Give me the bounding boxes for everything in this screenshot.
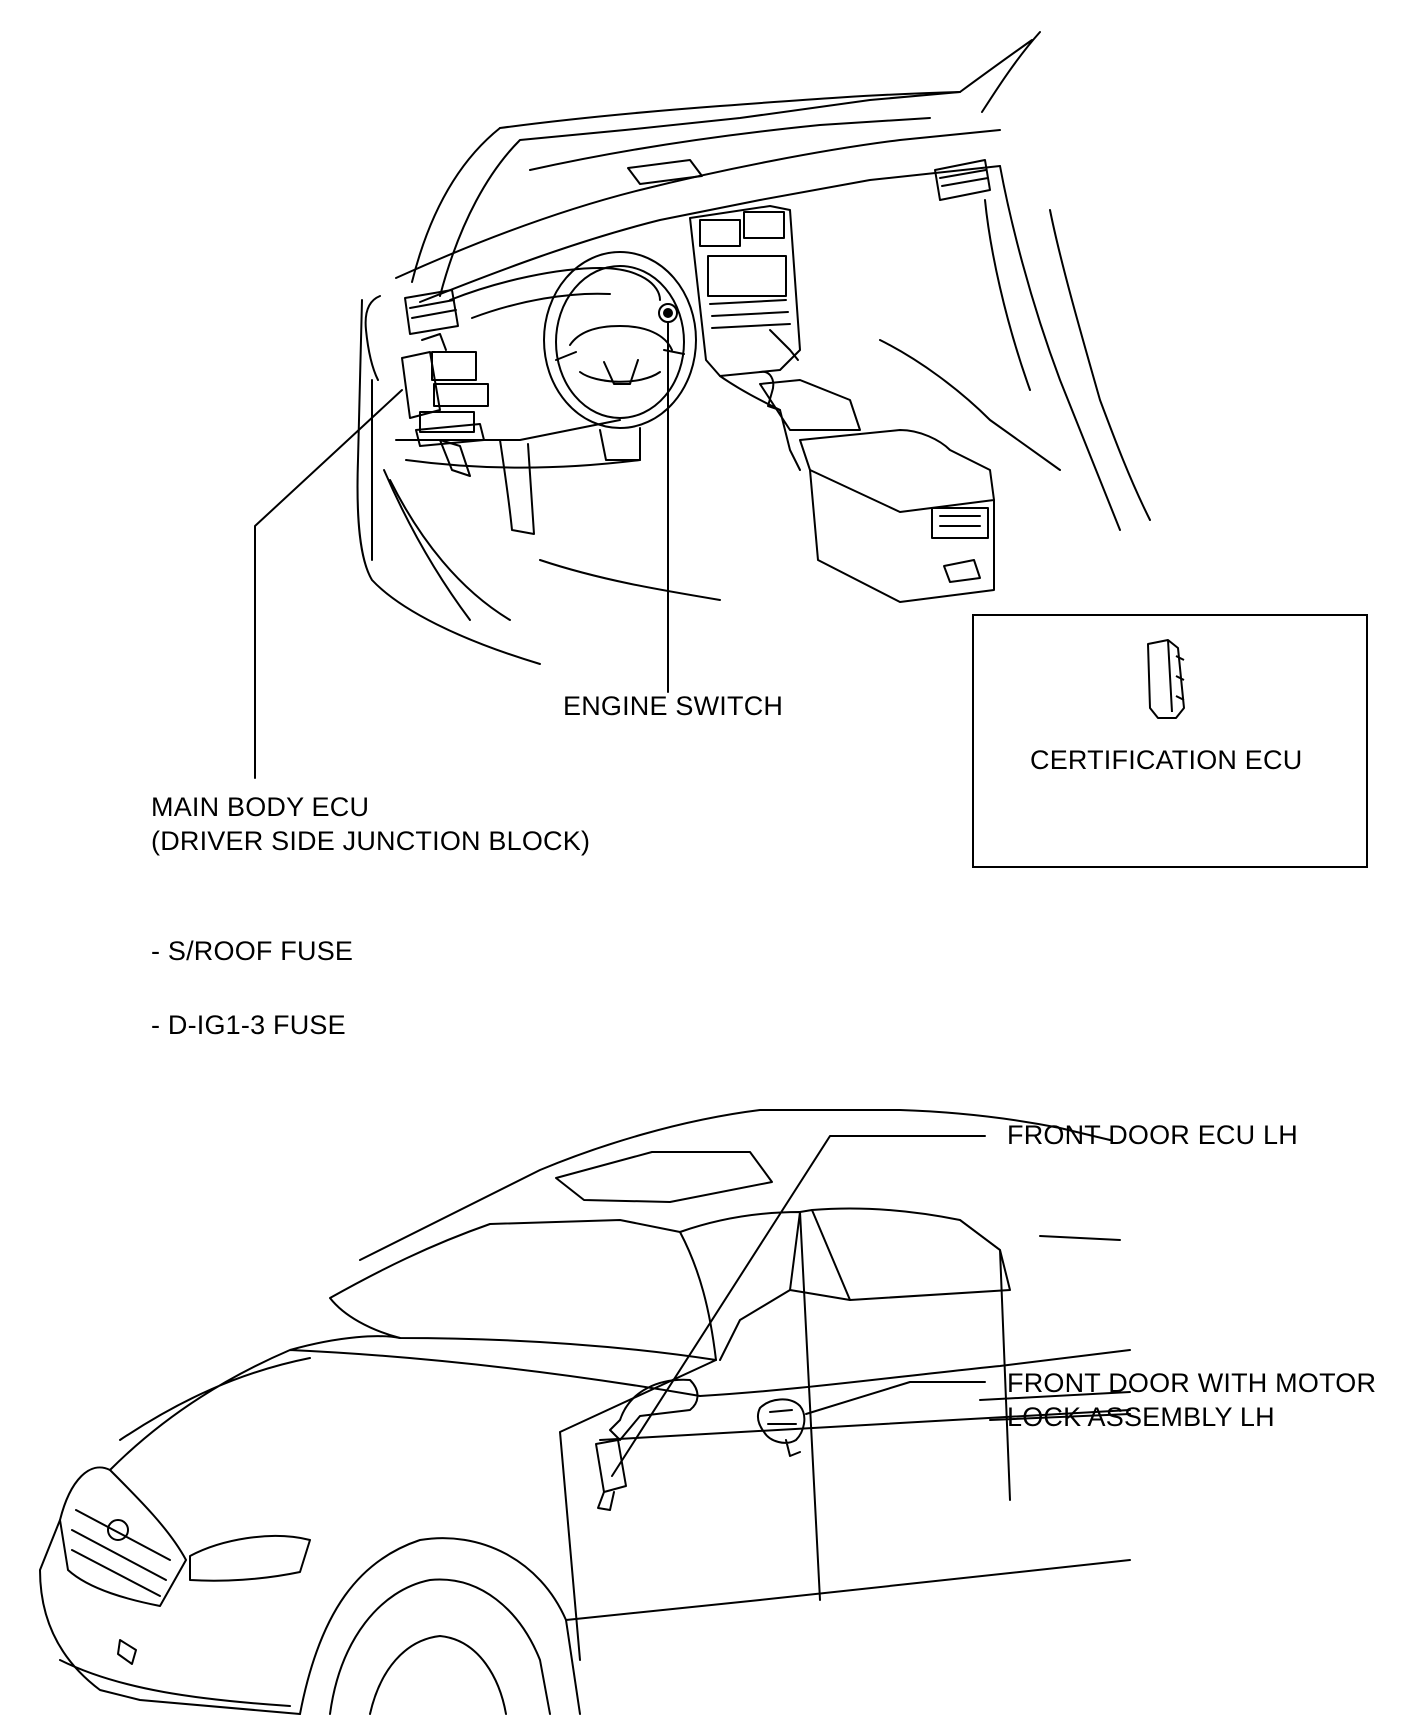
dig1-fuse-label: - D-IG1-3 FUSE: [151, 1010, 346, 1040]
main-body-ecu-sublabel: (DRIVER SIDE JUNCTION BLOCK): [151, 826, 591, 856]
windshield-frame: [411, 31, 1041, 297]
b-pillar: [789, 1209, 851, 1301]
grille: [59, 1466, 187, 1607]
center-stack: [689, 205, 801, 377]
rear-outlet: [943, 559, 981, 583]
left-vent: [404, 289, 459, 335]
rear-vent: [931, 507, 989, 539]
right-vent: [934, 159, 991, 201]
front-door-ecu-icon: [595, 1439, 627, 1511]
headlight: [189, 1535, 311, 1582]
front-bumper: [39, 1519, 301, 1715]
front-door-outline: [559, 1211, 821, 1661]
switch-panel-3: [419, 411, 475, 433]
front-wheel-rim: [369, 1635, 507, 1715]
grille-slats: [71, 1509, 171, 1597]
lower-dash: [395, 419, 641, 469]
main-body-ecu-leader: [254, 389, 403, 779]
engine-switch-label: ENGINE SWITCH: [563, 691, 784, 721]
front-wheel-arch: [299, 1537, 581, 1715]
left-a-pillar: [356, 295, 541, 665]
left-door-sill: [383, 469, 471, 621]
junction-tab: [421, 333, 447, 351]
lexus-emblem-icon: [107, 1519, 129, 1541]
switch-panel-1: [431, 351, 477, 381]
steering-wheel-inner: [555, 265, 685, 419]
instrument-hood: [449, 267, 661, 319]
bumper-lower: [59, 1659, 291, 1707]
center-display: [707, 255, 787, 297]
console-side: [809, 469, 995, 603]
rear-side-window: [811, 1207, 1011, 1301]
center-knob-area: [769, 329, 799, 361]
rear-vent-slats: [939, 515, 981, 527]
shifter: [759, 370, 781, 411]
steering-wheel-outer: [543, 251, 697, 429]
left-vent-slats: [409, 299, 457, 319]
door-lock-sublabel: LOCK ASSEMBLY LH: [1007, 1402, 1275, 1432]
roof-line: [499, 91, 961, 129]
windshield: [329, 1219, 717, 1361]
body-side: [565, 1349, 1131, 1621]
front-door-ecu-leader: [611, 1135, 986, 1477]
certification-ecu-label: CERTIFICATION ECU: [1030, 745, 1303, 775]
side-mirror: [609, 1378, 699, 1441]
dash-top: [395, 129, 1001, 303]
sunroof: [555, 1151, 773, 1203]
steering-hub: [569, 325, 673, 385]
top-center-vent: [627, 159, 703, 185]
center-vent-left: [699, 219, 741, 247]
door-lock-label: FRONT DOOR WITH MOTOR: [1007, 1368, 1377, 1398]
car-roof: [359, 1109, 1111, 1261]
right-vent-slats: [939, 169, 989, 187]
console-armrest: [799, 429, 995, 513]
center-vent-right: [743, 211, 785, 239]
door-lock-assembly-icon: [756, 1398, 806, 1457]
door-lock-leader: [805, 1381, 986, 1415]
passenger-door-edge: [984, 165, 1151, 531]
hood: [109, 1335, 701, 1471]
pedal-right: [499, 439, 535, 535]
certification-ecu-icon: [1147, 639, 1185, 719]
front-wheel: [329, 1578, 551, 1715]
junction-block: [401, 351, 441, 419]
steering-column: [599, 427, 641, 461]
front-side-window: [679, 1211, 801, 1361]
floor-lines: [389, 479, 721, 621]
front-door-ecu-label: FRONT DOOR ECU LH: [1007, 1120, 1298, 1150]
center-buttons: [709, 299, 791, 329]
certification-ecu-box: [972, 614, 1368, 868]
rear-door-outline: [959, 1219, 1121, 1501]
rear-body-lines: [979, 1391, 1131, 1421]
pedal-left: [439, 439, 471, 477]
passenger-floor-line: [879, 339, 1061, 471]
sroof-fuse-label: - S/ROOF FUSE: [151, 936, 354, 966]
switch-panel-2: [433, 383, 489, 407]
dash-upper-edge: [529, 117, 931, 171]
main-body-ecu-label: MAIN BODY ECU: [151, 792, 370, 822]
